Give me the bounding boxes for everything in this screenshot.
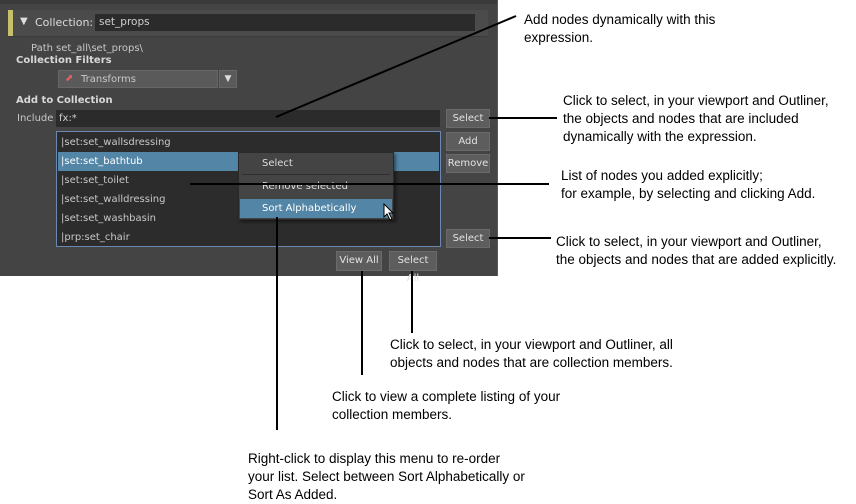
collection-header[interactable]: ▼ Collection: set_props — [8, 10, 488, 37]
add-to-collection-heading: Add to Collection — [16, 95, 113, 106]
collection-accent-bar — [8, 10, 13, 36]
context-menu-sort-alphabetically[interactable]: Sort Alphabetically — [240, 199, 392, 218]
add-button[interactable]: Add — [446, 132, 490, 151]
list-item[interactable]: |set:set_walldressing — [61, 194, 166, 205]
remove-button[interactable]: Remove — [446, 154, 490, 173]
collection-filter-dropdown[interactable]: ⬈ Transforms — [58, 70, 218, 88]
annotation-list: List of nodes you added explicitly; for … — [561, 168, 816, 201]
annotation-select-all: Click to select, in your viewport and Ou… — [390, 337, 673, 370]
transform-icon: ⬈ — [65, 73, 74, 84]
collection-filters-heading: Collection Filters — [16, 55, 112, 66]
chevron-down-icon[interactable]: ▼ — [219, 70, 237, 88]
view-all-button[interactable]: View All — [336, 251, 382, 271]
collection-panel: ▼ Collection: set_props Path set_all\set… — [0, 0, 498, 284]
context-menu: Select Remove selected Sort Alphabetical… — [238, 152, 394, 220]
path-label: Path — [31, 43, 53, 54]
annotation-select-expression: Click to select, in your viewport and Ou… — [563, 93, 829, 144]
list-item[interactable]: |prp:set_chair — [61, 232, 130, 243]
list-item[interactable]: |set:set_toilet — [61, 175, 129, 186]
path-value: set_all\set_props\ — [56, 43, 143, 54]
list-item[interactable]: |set:set_washbasin — [61, 213, 156, 224]
callout-line-expression — [275, 15, 517, 118]
select-expression-button[interactable]: Select — [446, 109, 490, 128]
context-menu-select[interactable]: Select — [262, 158, 293, 169]
panel-top-strip — [0, 0, 497, 4]
context-menu-divider — [242, 174, 390, 175]
context-menu-remove-selected[interactable]: Remove selected — [262, 181, 348, 192]
include-label: Include — [17, 113, 54, 124]
collection-label: Collection: — [35, 16, 94, 29]
filter-selected-value: Transforms — [81, 74, 136, 85]
annotation-select-explicit: Click to select, in your viewport and Ou… — [556, 234, 837, 267]
annotation-view-all: Click to view a complete listing of your… — [332, 389, 561, 422]
include-expression-input[interactable]: fx:* — [56, 110, 440, 127]
list-item[interactable]: |set:set_wallsdressing — [61, 137, 171, 148]
collection-name-field[interactable]: set_props — [95, 14, 475, 31]
annotation-expression: Add nodes dynamically with this expressi… — [524, 12, 716, 45]
collapse-arrow-icon[interactable]: ▼ — [20, 16, 28, 27]
mouse-cursor-icon — [383, 203, 395, 221]
annotation-context-menu: Right-click to display this menu to re-o… — [248, 451, 525, 502]
